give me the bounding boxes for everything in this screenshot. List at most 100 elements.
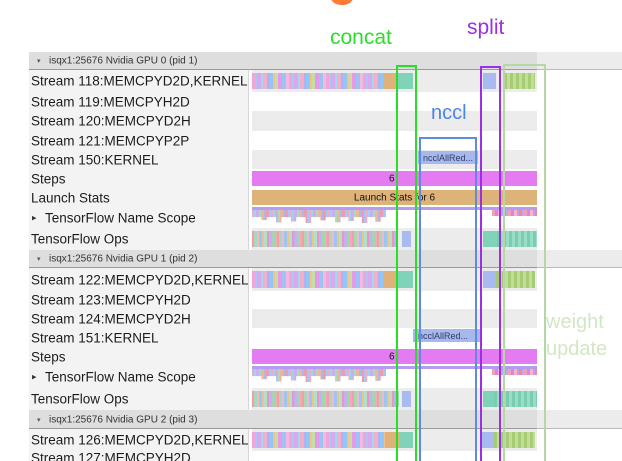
collapse-triangle-icon[interactable]: ▾ (37, 58, 41, 65)
track-label[interactable]: Stream 123:MEMCPYH2D (31, 292, 191, 308)
track-label[interactable]: Launch Stats (31, 190, 110, 205)
event-label: 6 (389, 351, 395, 362)
track-row: Steps 6 (0, 169, 622, 188)
trace-event-blue[interactable] (483, 73, 496, 89)
weight-update-region-box (503, 64, 546, 461)
track-row: Steps 6 (0, 347, 622, 366)
trace-event-teal[interactable] (397, 73, 413, 89)
header-band-right (537, 250, 622, 268)
track-label[interactable]: Stream 150:KERNEL (31, 152, 159, 167)
trace-event-blue[interactable] (402, 391, 411, 407)
weight-update-line2: update (546, 338, 608, 360)
trace-event-teal[interactable] (397, 271, 413, 288)
trace-event-blue[interactable] (402, 231, 411, 247)
track-row: Stream 126:MEMCPYD2D,KERNEL,MI (0, 429, 622, 451)
track-label[interactable]: Stream 122:MEMCPYD2D,KERNEL,MI (31, 272, 248, 287)
trace-event-blue[interactable] (483, 271, 496, 288)
event-label: 6 (389, 173, 395, 184)
trace-event-tan[interactable] (383, 271, 397, 288)
track-row: Stream 150:KERNEL ncclAllRed... (0, 150, 622, 169)
trace-event-olive[interactable] (504, 73, 535, 89)
trace-event-teal[interactable] (399, 432, 413, 448)
trace-event-nsright[interactable] (492, 369, 537, 375)
header-band-right (537, 410, 622, 429)
trace-event-blue[interactable] (480, 432, 494, 448)
track-row: Stream 119:MEMCPYH2D (0, 92, 622, 111)
expand-arrow-icon[interactable]: ▸ (32, 212, 37, 222)
trace-event-tan[interactable] (383, 73, 397, 89)
collapse-triangle-icon[interactable]: ▾ (37, 256, 41, 263)
row-stripe (252, 309, 537, 328)
trace-event-dense2[interactable] (252, 231, 397, 247)
track-row: Stream 121:MEMCPYP2P (0, 131, 622, 150)
trace-event-steps[interactable]: 6 (252, 349, 537, 364)
gpu-section-title: isqx1:25676 Nvidia GPU 0 (pid 1) (49, 55, 198, 67)
trace-event-teal[interactable] (483, 391, 494, 407)
track-label[interactable]: Stream 120:MEMCPYD2H (31, 113, 191, 129)
event-label: Launch Stats for 6 (353, 192, 436, 203)
track-row: ▸ TensorFlow Name Scope (0, 366, 622, 388)
track-row: Stream 120:MEMCPYD2H (0, 111, 622, 131)
track-label[interactable]: TensorFlow Ops (31, 231, 129, 247)
track-label[interactable]: Stream 121:MEMCPYP2P (31, 133, 190, 148)
trace-event-launch[interactable]: Launch Stats for 6 (252, 190, 537, 205)
track-label[interactable]: Stream 127:MEMCPYH2D (31, 450, 191, 461)
trace-event-icicles[interactable] (252, 369, 386, 382)
split-annotation-label: split (467, 16, 505, 39)
gpu-section-title: isqx1:25676 Nvidia GPU 1 (pid 2) (49, 253, 198, 265)
split-region-box (480, 66, 501, 461)
header-band-right (537, 52, 622, 70)
trace-event-nsline[interactable] (252, 366, 537, 369)
track-label[interactable]: TensorFlow Ops (31, 391, 129, 407)
trace-event-nsright[interactable] (492, 210, 537, 216)
expand-arrow-icon[interactable]: ▸ (32, 371, 37, 382)
trace-event-teal[interactable] (483, 231, 497, 247)
weight-update-line1: weight (546, 311, 604, 333)
row-stripe (252, 111, 537, 131)
track-row: Stream 122:MEMCPYD2D,KERNEL,MI (0, 268, 622, 291)
header-band (29, 410, 537, 429)
nccl-region-box (419, 137, 477, 461)
trace-event-tealstripe[interactable] (497, 231, 537, 247)
trace-event-ncclbar[interactable]: ncclAllRed... (413, 329, 480, 342)
trace-event-dense[interactable] (252, 432, 385, 448)
nccl-annotation-label: nccl (431, 102, 467, 124)
track-label[interactable]: TensorFlow Name Scope (45, 210, 196, 225)
weight-update-annotation-label: weight update (546, 309, 607, 363)
track-label[interactable]: Stream 124:MEMCPYD2H (31, 311, 191, 326)
track-row: ▸ TensorFlow Name Scope (0, 207, 622, 228)
track-row: Stream 123:MEMCPYH2D (0, 291, 622, 309)
track-label[interactable]: Stream 151:KERNEL (31, 330, 159, 345)
event-label: ncclAllRed... (418, 330, 469, 341)
track-label[interactable]: TensorFlow Name Scope (45, 369, 196, 385)
trace-event-steps[interactable]: 6 (252, 171, 537, 186)
track-label[interactable]: Stream 118:MEMCPYD2D,KERNEL,ME (31, 73, 248, 89)
collapse-triangle-icon[interactable]: ▾ (37, 416, 41, 424)
track-label[interactable]: Stream 126:MEMCPYD2D,KERNEL,MI (31, 432, 248, 448)
orange-partial-text (331, 0, 353, 5)
track-label[interactable]: Steps (31, 171, 66, 186)
concat-region-box (396, 65, 417, 461)
trace-event-tan[interactable] (385, 432, 399, 448)
track-row: Stream 151:KERNEL ncclAllRed... (0, 328, 622, 347)
trace-event-olive[interactable] (496, 271, 535, 288)
track-row: TensorFlow Ops (0, 228, 622, 250)
concat-annotation-label: concat (330, 26, 392, 49)
track-row: Stream 118:MEMCPYD2D,KERNEL,ME (0, 70, 622, 92)
trace-event-icicles[interactable] (252, 210, 386, 223)
gpu-section-header[interactable]: ▾ isqx1:25676 Nvidia GPU 2 (pid 3) (0, 410, 622, 429)
track-row: Stream 124:MEMCPYD2H (0, 309, 622, 328)
track-row: Launch Stats Launch Stats for 6 (0, 188, 622, 207)
track-label[interactable]: Steps (31, 349, 66, 364)
trace-event-nsline[interactable] (252, 207, 537, 210)
event-label: ncclAllRed... (423, 152, 474, 163)
trace-event-dense[interactable] (252, 271, 383, 288)
gpu-section-title: isqx1:25676 Nvidia GPU 2 (pid 3) (49, 414, 198, 425)
track-row: Stream 127:MEMCPYH2D (0, 451, 622, 461)
trace-event-dense[interactable] (252, 73, 383, 89)
trace-event-ncclbar[interactable]: ncclAllRed... (418, 151, 478, 164)
gpu-section-header[interactable]: ▾ isqx1:25676 Nvidia GPU 1 (pid 2) (0, 250, 622, 268)
trace-event-dense2[interactable] (252, 391, 399, 407)
track-label[interactable]: Stream 119:MEMCPYH2D (31, 94, 190, 109)
